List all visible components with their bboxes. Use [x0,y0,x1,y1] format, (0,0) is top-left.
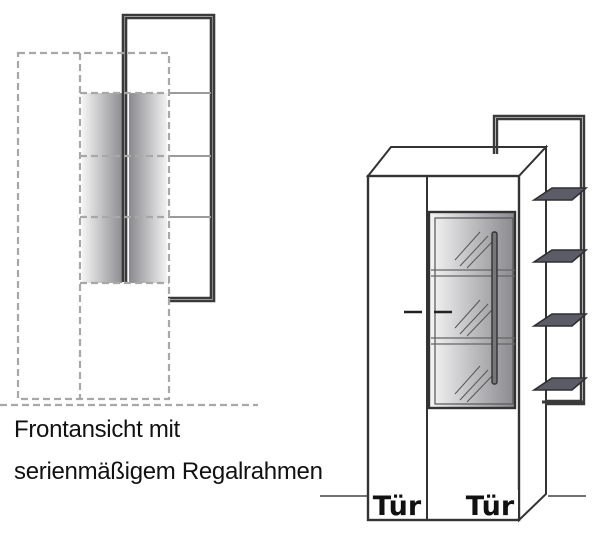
door-label-left: Tür [373,491,422,522]
front-view [0,13,258,407]
glass-panel-left [82,93,122,283]
door-label-left-bg [370,490,426,518]
cabinet-outline-dashed [0,51,258,407]
glass-panel-right [129,93,167,283]
glass-reflection-hatch [454,231,493,403]
shelf-frame [121,13,216,303]
caption-line-1: Frontansicht mit [14,416,180,443]
side-shelves [531,187,589,391]
door-label-right: Tür [466,491,515,522]
vitrine-handle [491,231,498,385]
door-label-right-bg [430,490,518,518]
cabinet-top [365,146,549,177]
caption-line-2: serienmäßigem Regalrahmen [14,458,323,485]
glass-shelves [431,269,515,345]
cabinet-side [518,144,547,523]
perspective-view: Tür Tür [320,114,589,523]
